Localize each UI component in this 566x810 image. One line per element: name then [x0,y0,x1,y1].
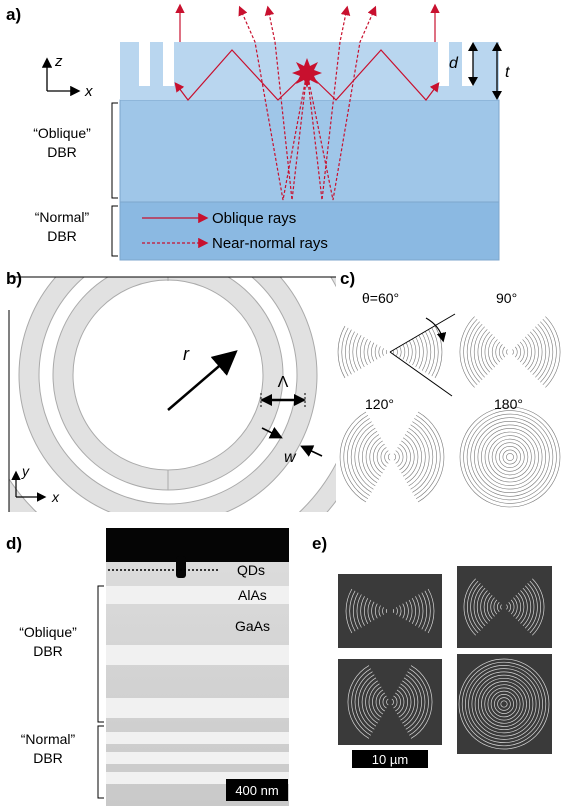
sem-bowtie-60deg [345,588,435,634]
normal-dbr-bracket [111,205,118,257]
scale-bar-400nm [226,779,288,801]
panel-a: a) z x d [6,3,510,261]
var-lambda-label: Λ [278,374,289,391]
normal-dbr-label-line2: DBR [33,750,63,766]
sem-60deg [338,574,442,648]
dim-t-label: t [505,64,510,81]
normal-dbr-label-line1: “Normal” [21,731,76,747]
near-normal-rays [238,5,377,201]
r-arrow [167,350,238,411]
panel-d: d) QDs AlAs GaAs 400 nm “Oblique” DBR “N… [6,528,289,806]
panel-c-label: c) [340,269,355,288]
sem-90deg [457,566,552,648]
grating-trench [139,42,150,86]
legend-oblique: Oblique rays [212,210,296,227]
emitter-star-icon [292,58,322,88]
oblique-dbr-bracket [97,585,104,723]
w-arrow-left [261,426,283,439]
oblique-dbr-layer [119,99,500,203]
angle-180-label: 180° [494,396,523,412]
grating-trench [462,42,473,86]
axis-x-label: x [84,83,93,100]
angle-90-label: 90° [496,290,517,306]
ring-grating [9,277,336,512]
oblique-dbr-label-line2: DBR [33,643,63,659]
legend-near-normal: Near-normal rays [212,235,328,252]
oblique-dbr-bracket [111,102,118,199]
axis-x-label: x [51,489,60,505]
var-r-label: r [183,344,190,364]
grating-trench [438,42,449,86]
panel-e: e) 10 µm [312,534,552,768]
normal-dbr-layer [119,201,500,261]
oblique-dbr-label-line1: “Oblique” [33,125,91,141]
panel-b: b) r Λ w y x [6,269,336,512]
theta-line-upper [389,313,456,353]
oblique-dbr-label-line1: “Oblique” [19,624,77,640]
normal-dbr-label-line2: DBR [47,228,77,244]
axis-z-label: z [54,53,63,70]
sem-bowtie-90deg [463,578,545,636]
dim-d-label: d [449,55,459,72]
scale-bar-400nm-label: 400 nm [235,783,278,798]
qds-label: QDs [237,562,265,578]
sem-bowtie-120deg [347,665,433,739]
bowtie-120deg-diagram [339,411,445,503]
panel-c: c) θ=60° 90° 120° 180° [337,269,561,508]
panel-e-label: e) [312,534,327,553]
angle-60-label: θ=60° [362,290,399,306]
panel-a-label: a) [6,5,21,24]
theta-line-lower [389,351,453,397]
var-w-label: w [284,449,297,466]
normal-dbr-bracket [97,725,104,799]
w-arrow-right [300,445,323,457]
sem-circular-180deg [458,658,550,750]
scale-bar-10um-label: 10 µm [372,752,408,767]
oblique-dbr-label-line2: DBR [47,144,77,160]
gaas-label: GaAs [235,618,270,634]
angle-120-label: 120° [365,396,394,412]
axis-y-label: y [21,463,30,479]
theta-arrow [425,317,447,343]
bowtie-60deg-diagram [337,325,443,379]
normal-dbr-label-line1: “Normal” [35,209,90,225]
oblique-rays [174,3,440,101]
alas-label: AlAs [238,587,267,603]
sem-120deg [338,659,442,745]
grating-trench [163,42,174,86]
sem-180deg [457,654,552,754]
bowtie-90deg-diagram [459,316,561,388]
panel-b-label: b) [6,269,22,288]
scale-bar-10um [352,750,428,768]
panel-d-label: d) [6,534,22,553]
circular-180deg-diagram [459,406,561,508]
